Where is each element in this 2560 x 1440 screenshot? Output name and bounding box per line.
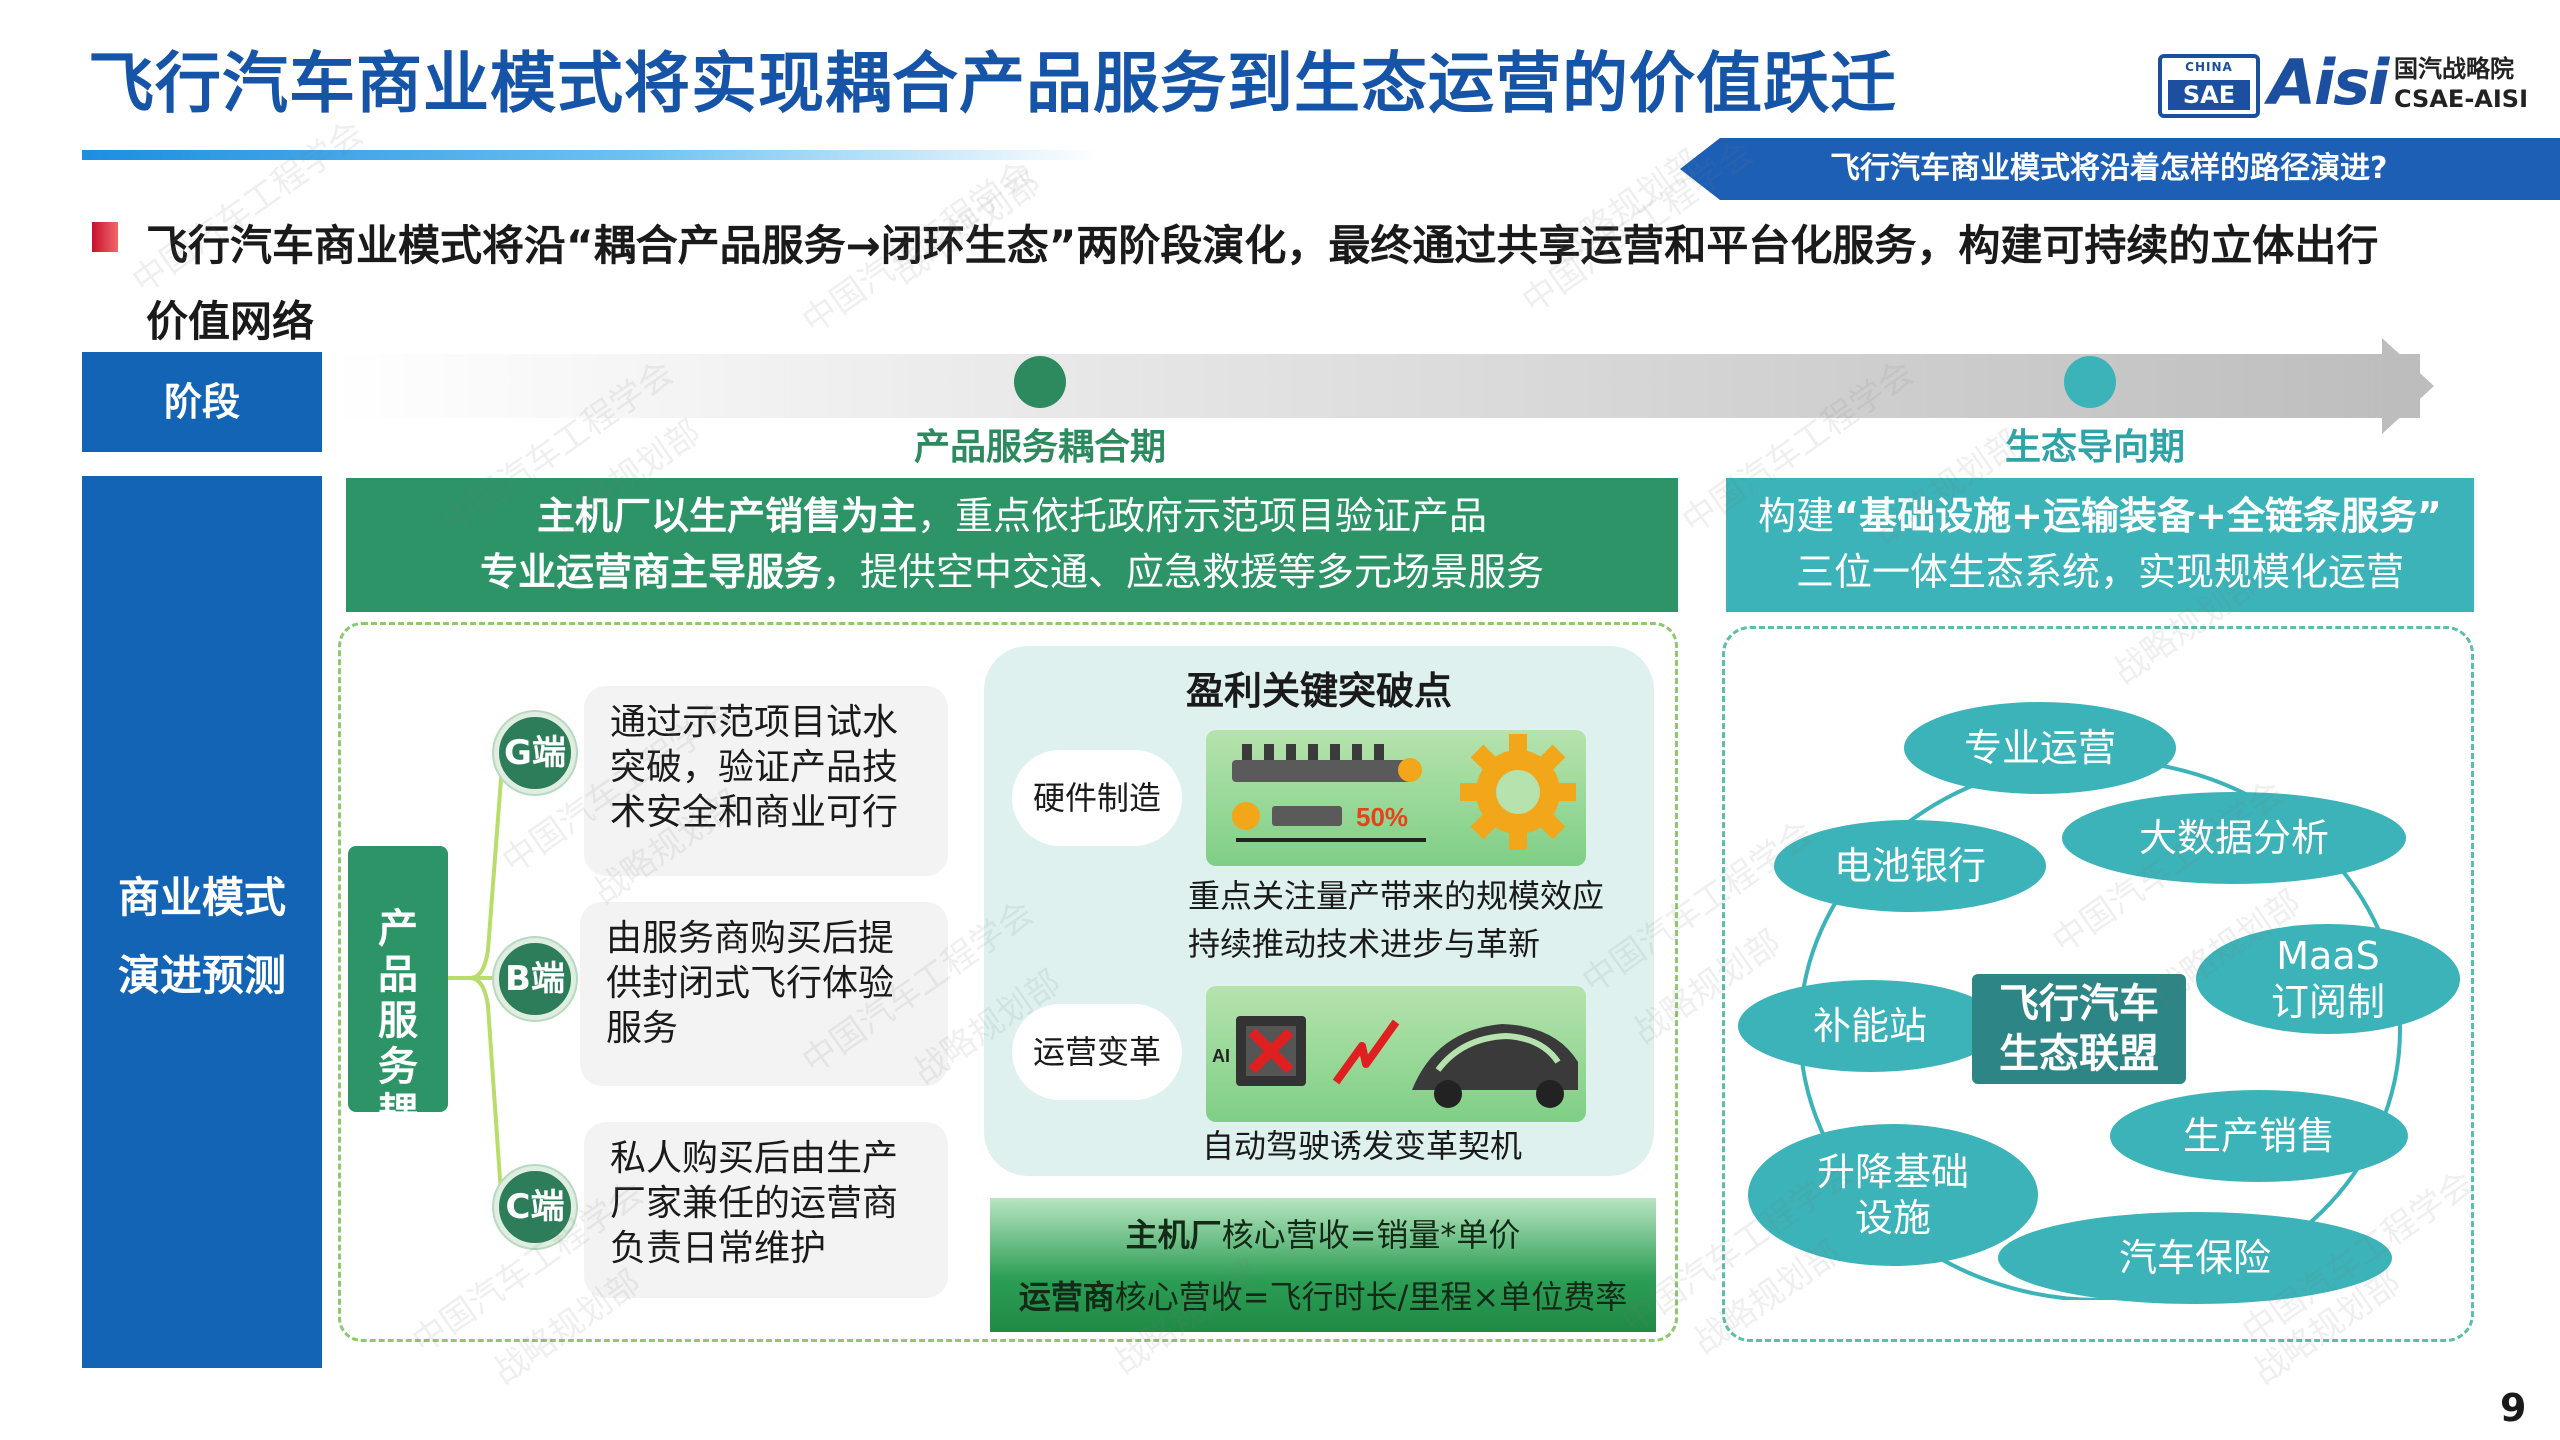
- eco-node-insurance: 汽车保险: [1998, 1212, 2392, 1304]
- phase2-header-bold: “基础设施+运输装备+全链条服务”: [1834, 494, 2442, 538]
- hardware-pill: 硬件制造: [1012, 750, 1182, 846]
- phase2-label: 生态导向期: [2004, 427, 2185, 468]
- china-sae-logo: CHINA SAE: [2158, 54, 2260, 118]
- hardware-badge: 50%: [1356, 802, 1408, 832]
- model-label-line-1: 商业模式: [117, 873, 286, 922]
- key-points-title: 盈利关键突破点: [1185, 669, 1452, 713]
- operations-text: 自动驾驶诱发变革契机: [1202, 1127, 1523, 1165]
- operations-pill: 运营变革: [1012, 1004, 1182, 1100]
- eco-center-line-2: 生态联盟: [1999, 1031, 2159, 1077]
- product-service-box: 产品服务耦合: [348, 846, 448, 1182]
- c-end-card: 私人购买后由生产厂家兼任的运营商负责日常维护: [584, 1122, 948, 1298]
- summary-line-2: 价值网络: [146, 297, 315, 346]
- sae-logo-main: SAE: [2168, 80, 2250, 110]
- revenue-bold-2: 运营商: [1018, 1278, 1115, 1316]
- c-end-badge: C端: [494, 1166, 576, 1248]
- eco-node-charging: 补能站: [1738, 980, 2002, 1072]
- phase1-header-bold-1: 主机厂以生产销售为主: [536, 494, 917, 538]
- phase2-header-line-2: 三位一体生态系统，实现规模化运营: [1795, 550, 2404, 594]
- phase1-header-rest-2: ，提供空中交通、应急救援等多元场景服务: [822, 550, 1545, 594]
- eco-node-sales: 生产销售: [2110, 1090, 2408, 1182]
- page-title: 飞行汽车商业模式将实现耦合产品服务到生态运营的价值跃迁: [88, 45, 1897, 122]
- phase2-marker: [2064, 356, 2116, 408]
- eco-node-big-data: 大数据分析: [2062, 792, 2406, 884]
- org-name-en: CSAE-AISI: [2394, 85, 2528, 113]
- summary-text: 飞行汽车商业模式将沿“耦合产品服务→闭环生态”两阶段演化，最终通过共享运营和平台…: [146, 208, 2486, 360]
- phase1-header-rest-1: ，重点依托政府示范项目验证产品: [917, 494, 1488, 538]
- phase1-header-bold-2: 专业运营商主导服务: [479, 550, 822, 594]
- phase1-header: 主机厂以生产销售为主，重点依托政府示范项目验证产品 专业运营商主导服务，提供空中…: [346, 478, 1678, 612]
- timeline-arrow-icon: [2382, 338, 2434, 434]
- org-name: 国汽战略院 CSAE-AISI: [2394, 54, 2528, 114]
- phase1-marker: [1014, 356, 1066, 408]
- ai-chip-label: AI: [1212, 1046, 1230, 1066]
- model-label-line-2: 演进预测: [117, 951, 286, 1000]
- question-banner: 飞行汽车商业模式将沿着怎样的路径演进?: [1680, 138, 2560, 200]
- hardware-illustration: 50%: [1206, 730, 1586, 866]
- revenue-box: 主机厂核心营收=销量*单价 运营商核心营收=飞行时长/里程×单位费率: [990, 1198, 1656, 1332]
- factory-gear-icon: 50%: [1232, 734, 1576, 850]
- branch-connectors: [448, 765, 504, 1209]
- eco-node-maas: MaaS 订阅制: [2196, 924, 2460, 1034]
- phase1-label: 产品服务耦合期: [913, 427, 1166, 468]
- autonomous-car-icon: AI: [1212, 1016, 1578, 1108]
- operations-illustration: AI: [1206, 986, 1586, 1122]
- model-label: 商业模式 演进预测: [82, 476, 322, 1368]
- csae-aisi-logo: CHINA SAE Aisi 国汽战略院 CSAE-AISI: [2158, 46, 2538, 124]
- eco-node-professional-ops: 专业运营: [1904, 702, 2176, 794]
- eco-node-battery-bank: 电池银行: [1774, 820, 2046, 912]
- stage-label: 阶段: [82, 352, 322, 452]
- revenue-rest-1: 核心营收=销量*单价: [1221, 1216, 1521, 1254]
- b-end-badge: B端: [494, 938, 576, 1020]
- g-end-card: 通过示范项目试水突破，验证产品技术安全和商业可行: [584, 686, 948, 876]
- sae-logo-top: CHINA: [2185, 60, 2233, 74]
- phase2-header-pre: 构建: [1758, 494, 1835, 538]
- hardware-text-2: 持续推动技术进步与革新: [1188, 925, 1541, 963]
- phase1-panel: [338, 622, 1678, 1342]
- revenue-bold-1: 主机厂: [1125, 1216, 1222, 1254]
- phase2-header: 构建“基础设施+运输装备+全链条服务” 三位一体生态系统，实现规模化运营: [1726, 478, 2474, 612]
- phase2-panel: [1722, 626, 2474, 1342]
- revenue-rest-2: 核心营收=飞行时长/里程×单位费率: [1114, 1278, 1628, 1316]
- aisi-logo: Aisi: [2268, 46, 2389, 119]
- g-end-badge: G端: [494, 712, 576, 794]
- bullet-icon: [92, 222, 118, 252]
- eco-node-vertiport: 升降基础 设施: [1748, 1124, 2038, 1266]
- page-number: 9: [2500, 1386, 2527, 1430]
- summary-line-1: 飞行汽车商业模式将沿“耦合产品服务→闭环生态”两阶段演化，最终通过共享运营和平台…: [146, 221, 2379, 270]
- product-service-label: 产品服务耦合: [378, 906, 418, 1182]
- hardware-text-1: 重点关注量产带来的规模效应: [1188, 877, 1605, 915]
- eco-center-box: 飞行汽车 生态联盟: [1972, 974, 2186, 1084]
- title-underline: [82, 150, 1102, 160]
- eco-center-line-1: 飞行汽车: [1999, 981, 2159, 1027]
- org-name-cn: 国汽战略院: [2394, 55, 2514, 83]
- b-end-card: 由服务商购买后提供封闭式飞行体验服务: [580, 902, 948, 1086]
